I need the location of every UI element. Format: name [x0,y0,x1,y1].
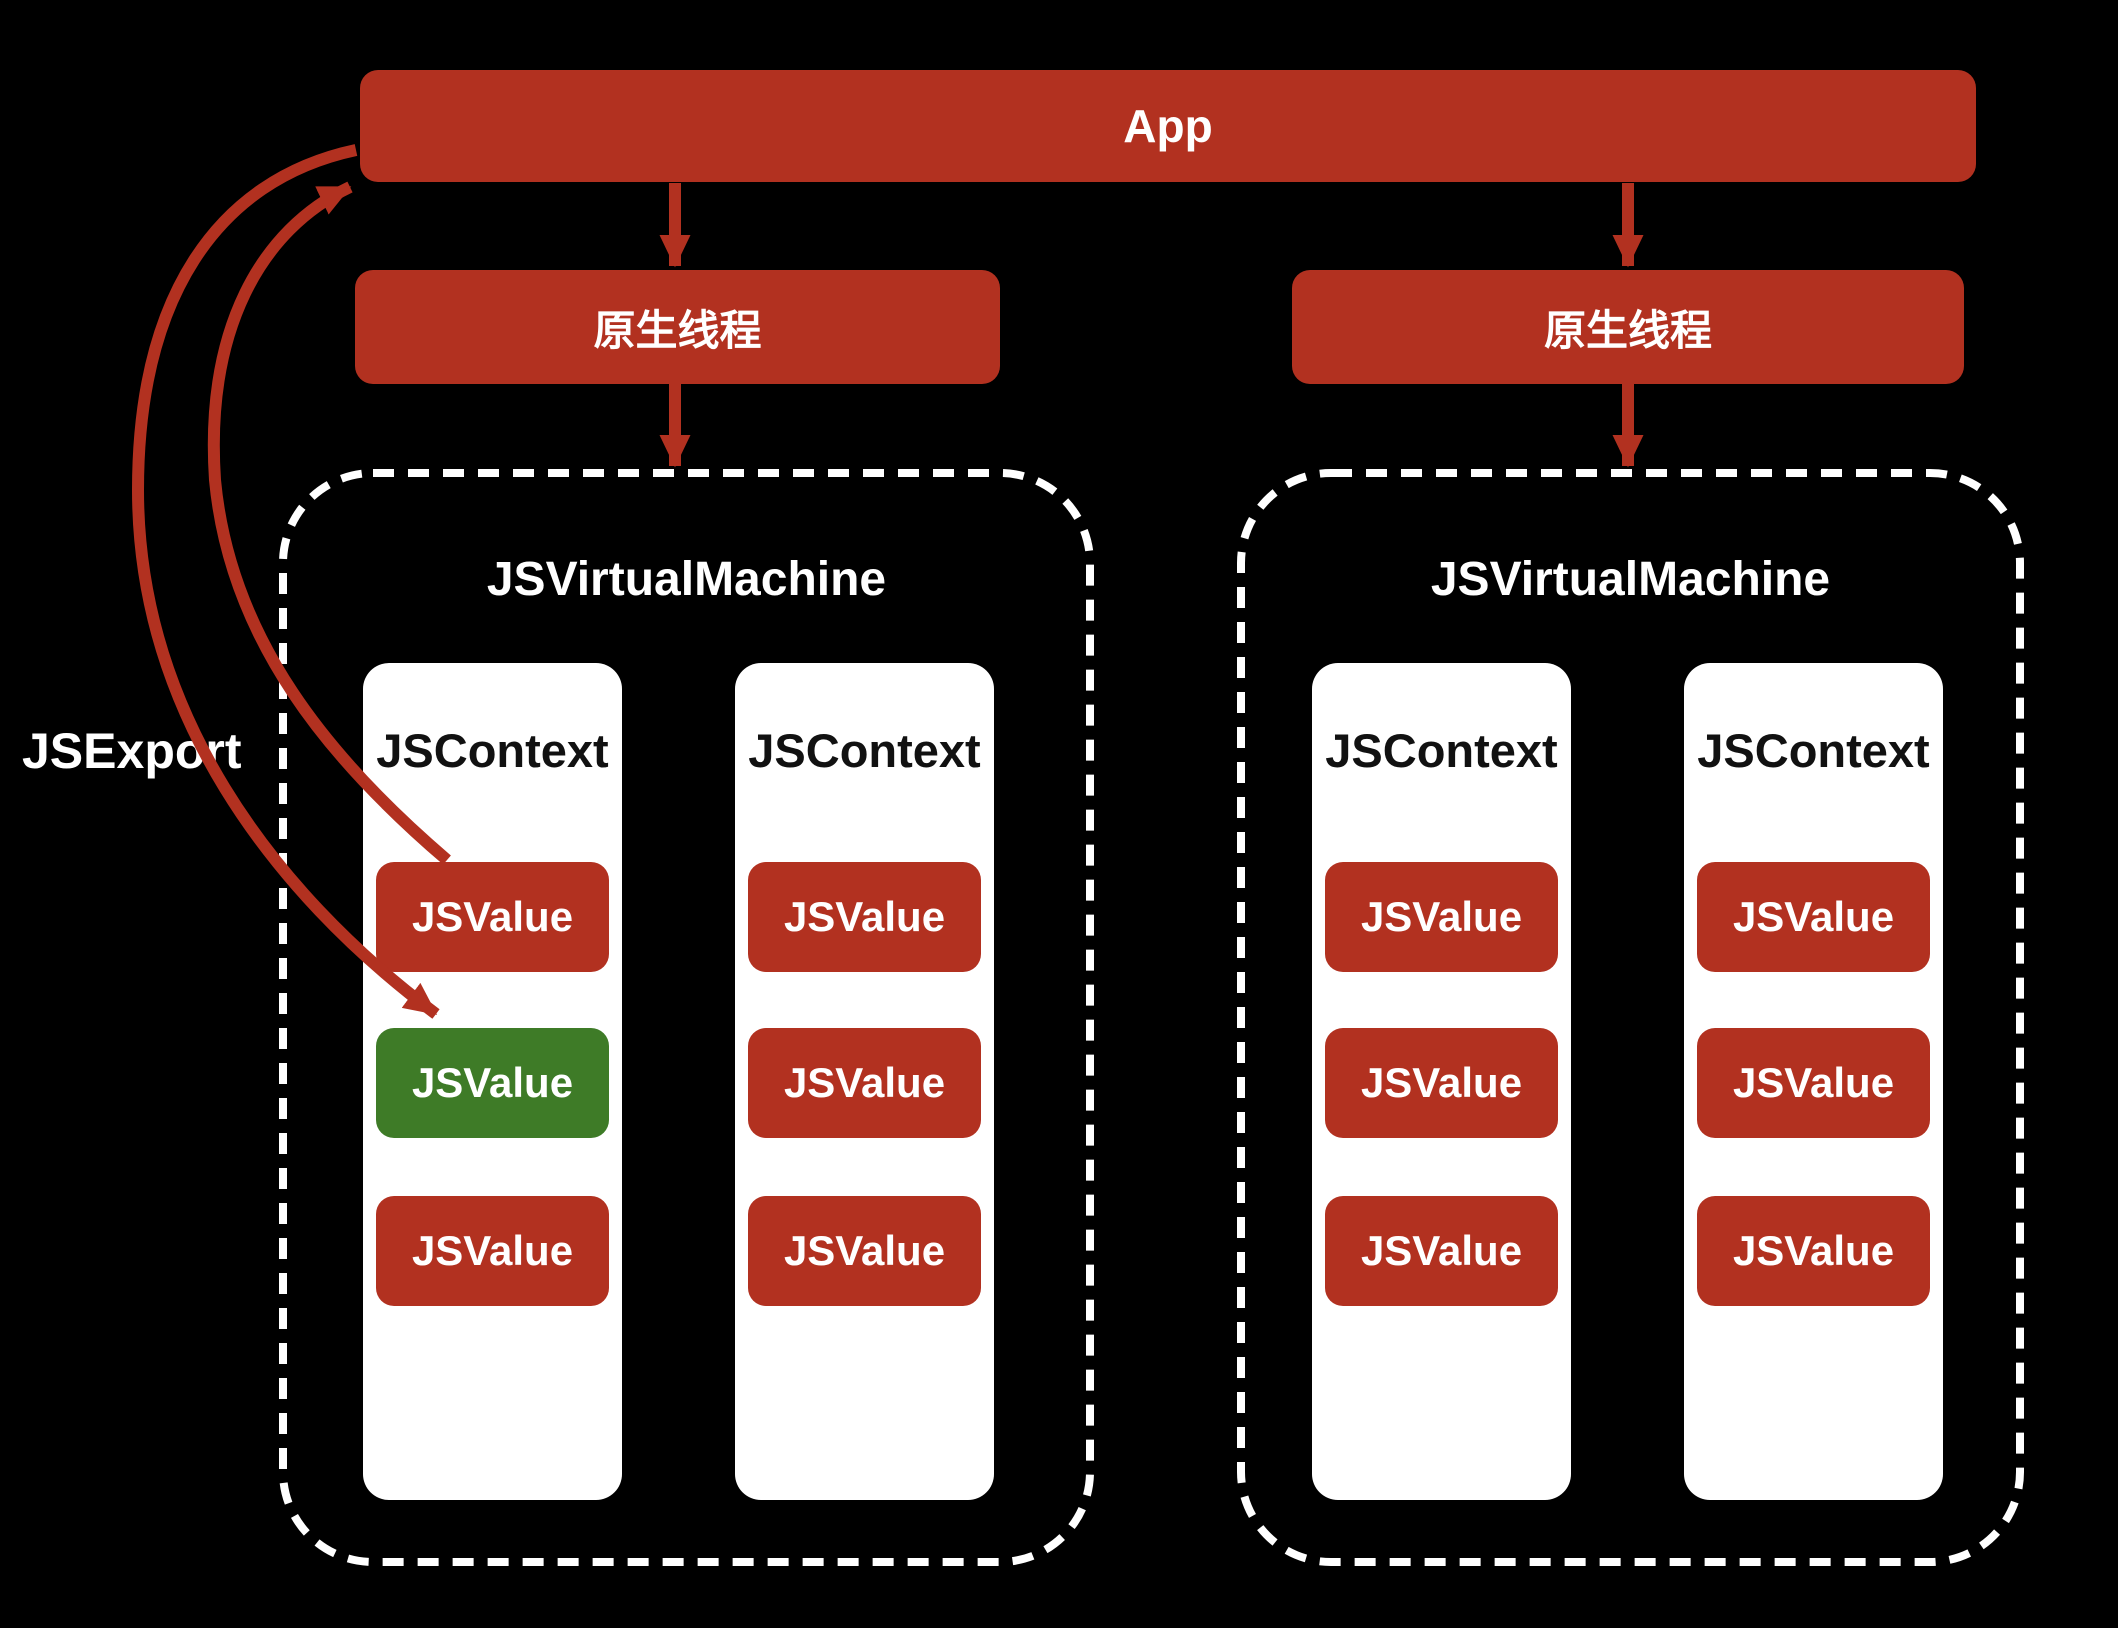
app-node: App [360,70,1976,182]
jsvalue-box: JSValue [1697,862,1930,972]
native-thread-1-node: 原生线程 [355,270,1000,384]
jsvalue-box: JSValue [748,1196,981,1306]
jsvalue-box: JSValue [376,1196,609,1306]
jscontext-column: JSContext JSValue JSValue JSValue [1684,663,1943,1500]
native-thread-2-node: 原生线程 [1292,270,1964,384]
jsvalue-box: JSValue [748,862,981,972]
jsvalue-box: JSValue [1325,1028,1558,1138]
jscontext-title: JSContext [1697,724,1930,777]
jsvalue-box: JSValue [1325,1196,1558,1306]
jsvalue-box: JSValue [748,1028,981,1138]
app-label: App [1123,100,1213,152]
jsvalue-box: JSValue [1325,862,1558,972]
jsvalue-box: JSValue [1697,1196,1930,1306]
jscontext-title: JSContext [748,724,981,777]
jscontext-column: JSContext JSValue JSValue JSValue [735,663,994,1500]
jscontext-column: JSContext JSValue JSValue JSValue [363,663,622,1500]
native-thread-2-label: 原生线程 [1543,306,1712,354]
native-thread-1-label: 原生线程 [593,306,762,354]
jsexport-label: JSExport [22,723,242,779]
jsvalue-box: JSValue [376,862,609,972]
jsvalue-box: JSValue [1697,1028,1930,1138]
jscontext-column: JSContext JSValue JSValue JSValue [1312,663,1571,1500]
jsvirtualmachine-1-title: JSVirtualMachine [486,553,887,606]
jsvalue-box-green: JSValue [376,1028,609,1138]
jsvirtualmachine-2-title: JSVirtualMachine [1430,553,1831,606]
jscontext-title: JSContext [376,724,609,777]
jscontext-title: JSContext [1325,724,1558,777]
